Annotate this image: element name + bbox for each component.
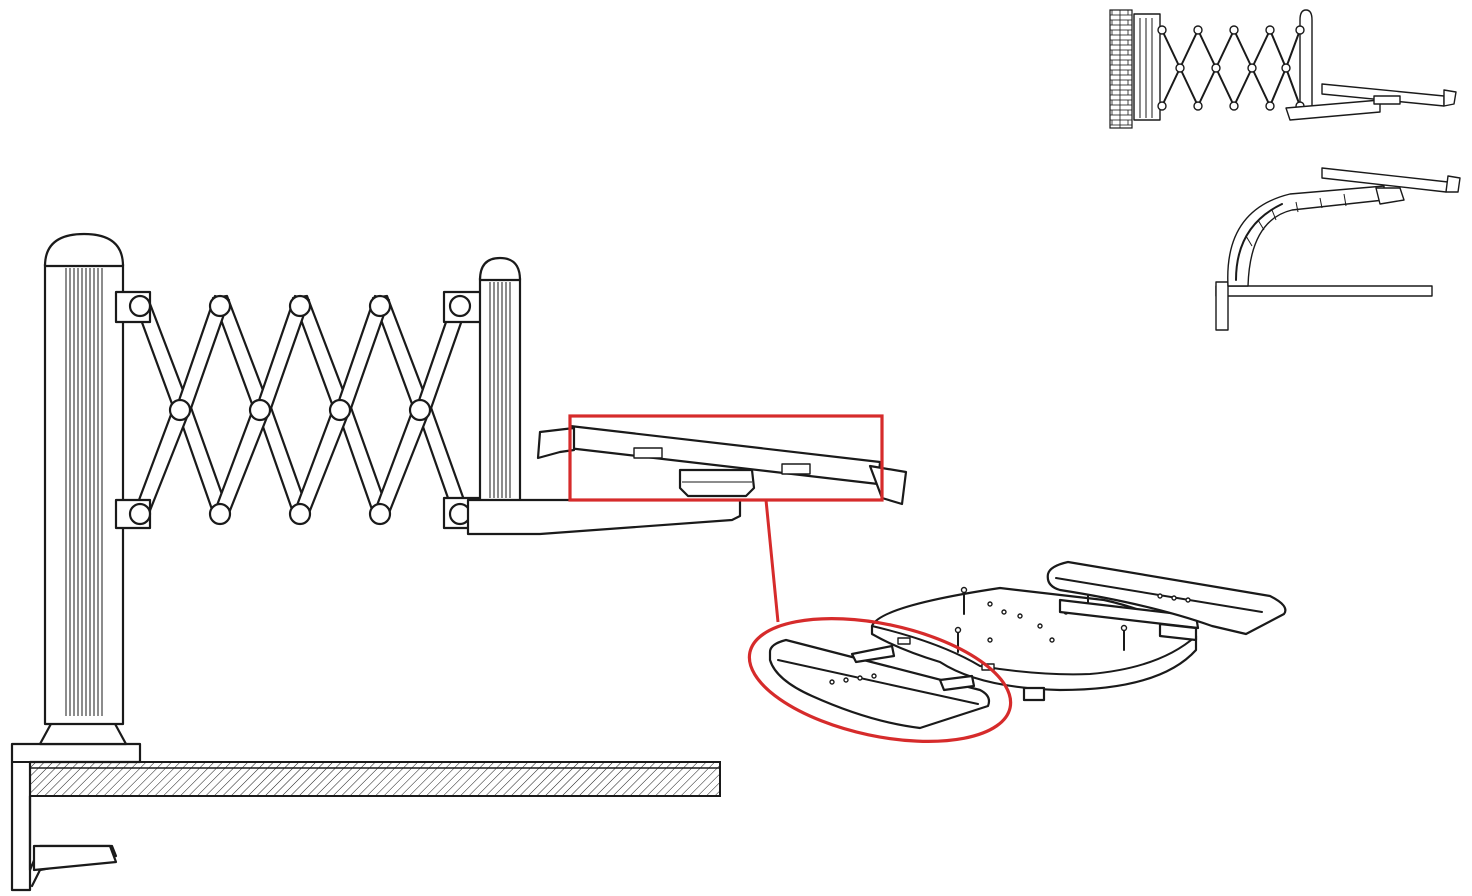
secondary-pole (478, 256, 522, 504)
highlight-box (568, 414, 884, 502)
inset-curved-arm (1215, 167, 1461, 331)
pivot-joints (128, 294, 472, 526)
highlight-ellipse (747, 617, 1013, 743)
scissor-links (131, 294, 471, 520)
pole-ridges (65, 268, 103, 716)
tray-assembly (536, 424, 908, 506)
inset-scissor-links (1157, 25, 1305, 111)
desk (29, 761, 721, 797)
highlight-connector (764, 499, 780, 623)
main-pole (38, 232, 128, 746)
inset-wall-mount (1109, 9, 1457, 129)
scissor-arm (114, 290, 486, 530)
forearm (466, 498, 742, 536)
desk-clamp (10, 742, 142, 892)
exploded-platform (768, 560, 1287, 730)
